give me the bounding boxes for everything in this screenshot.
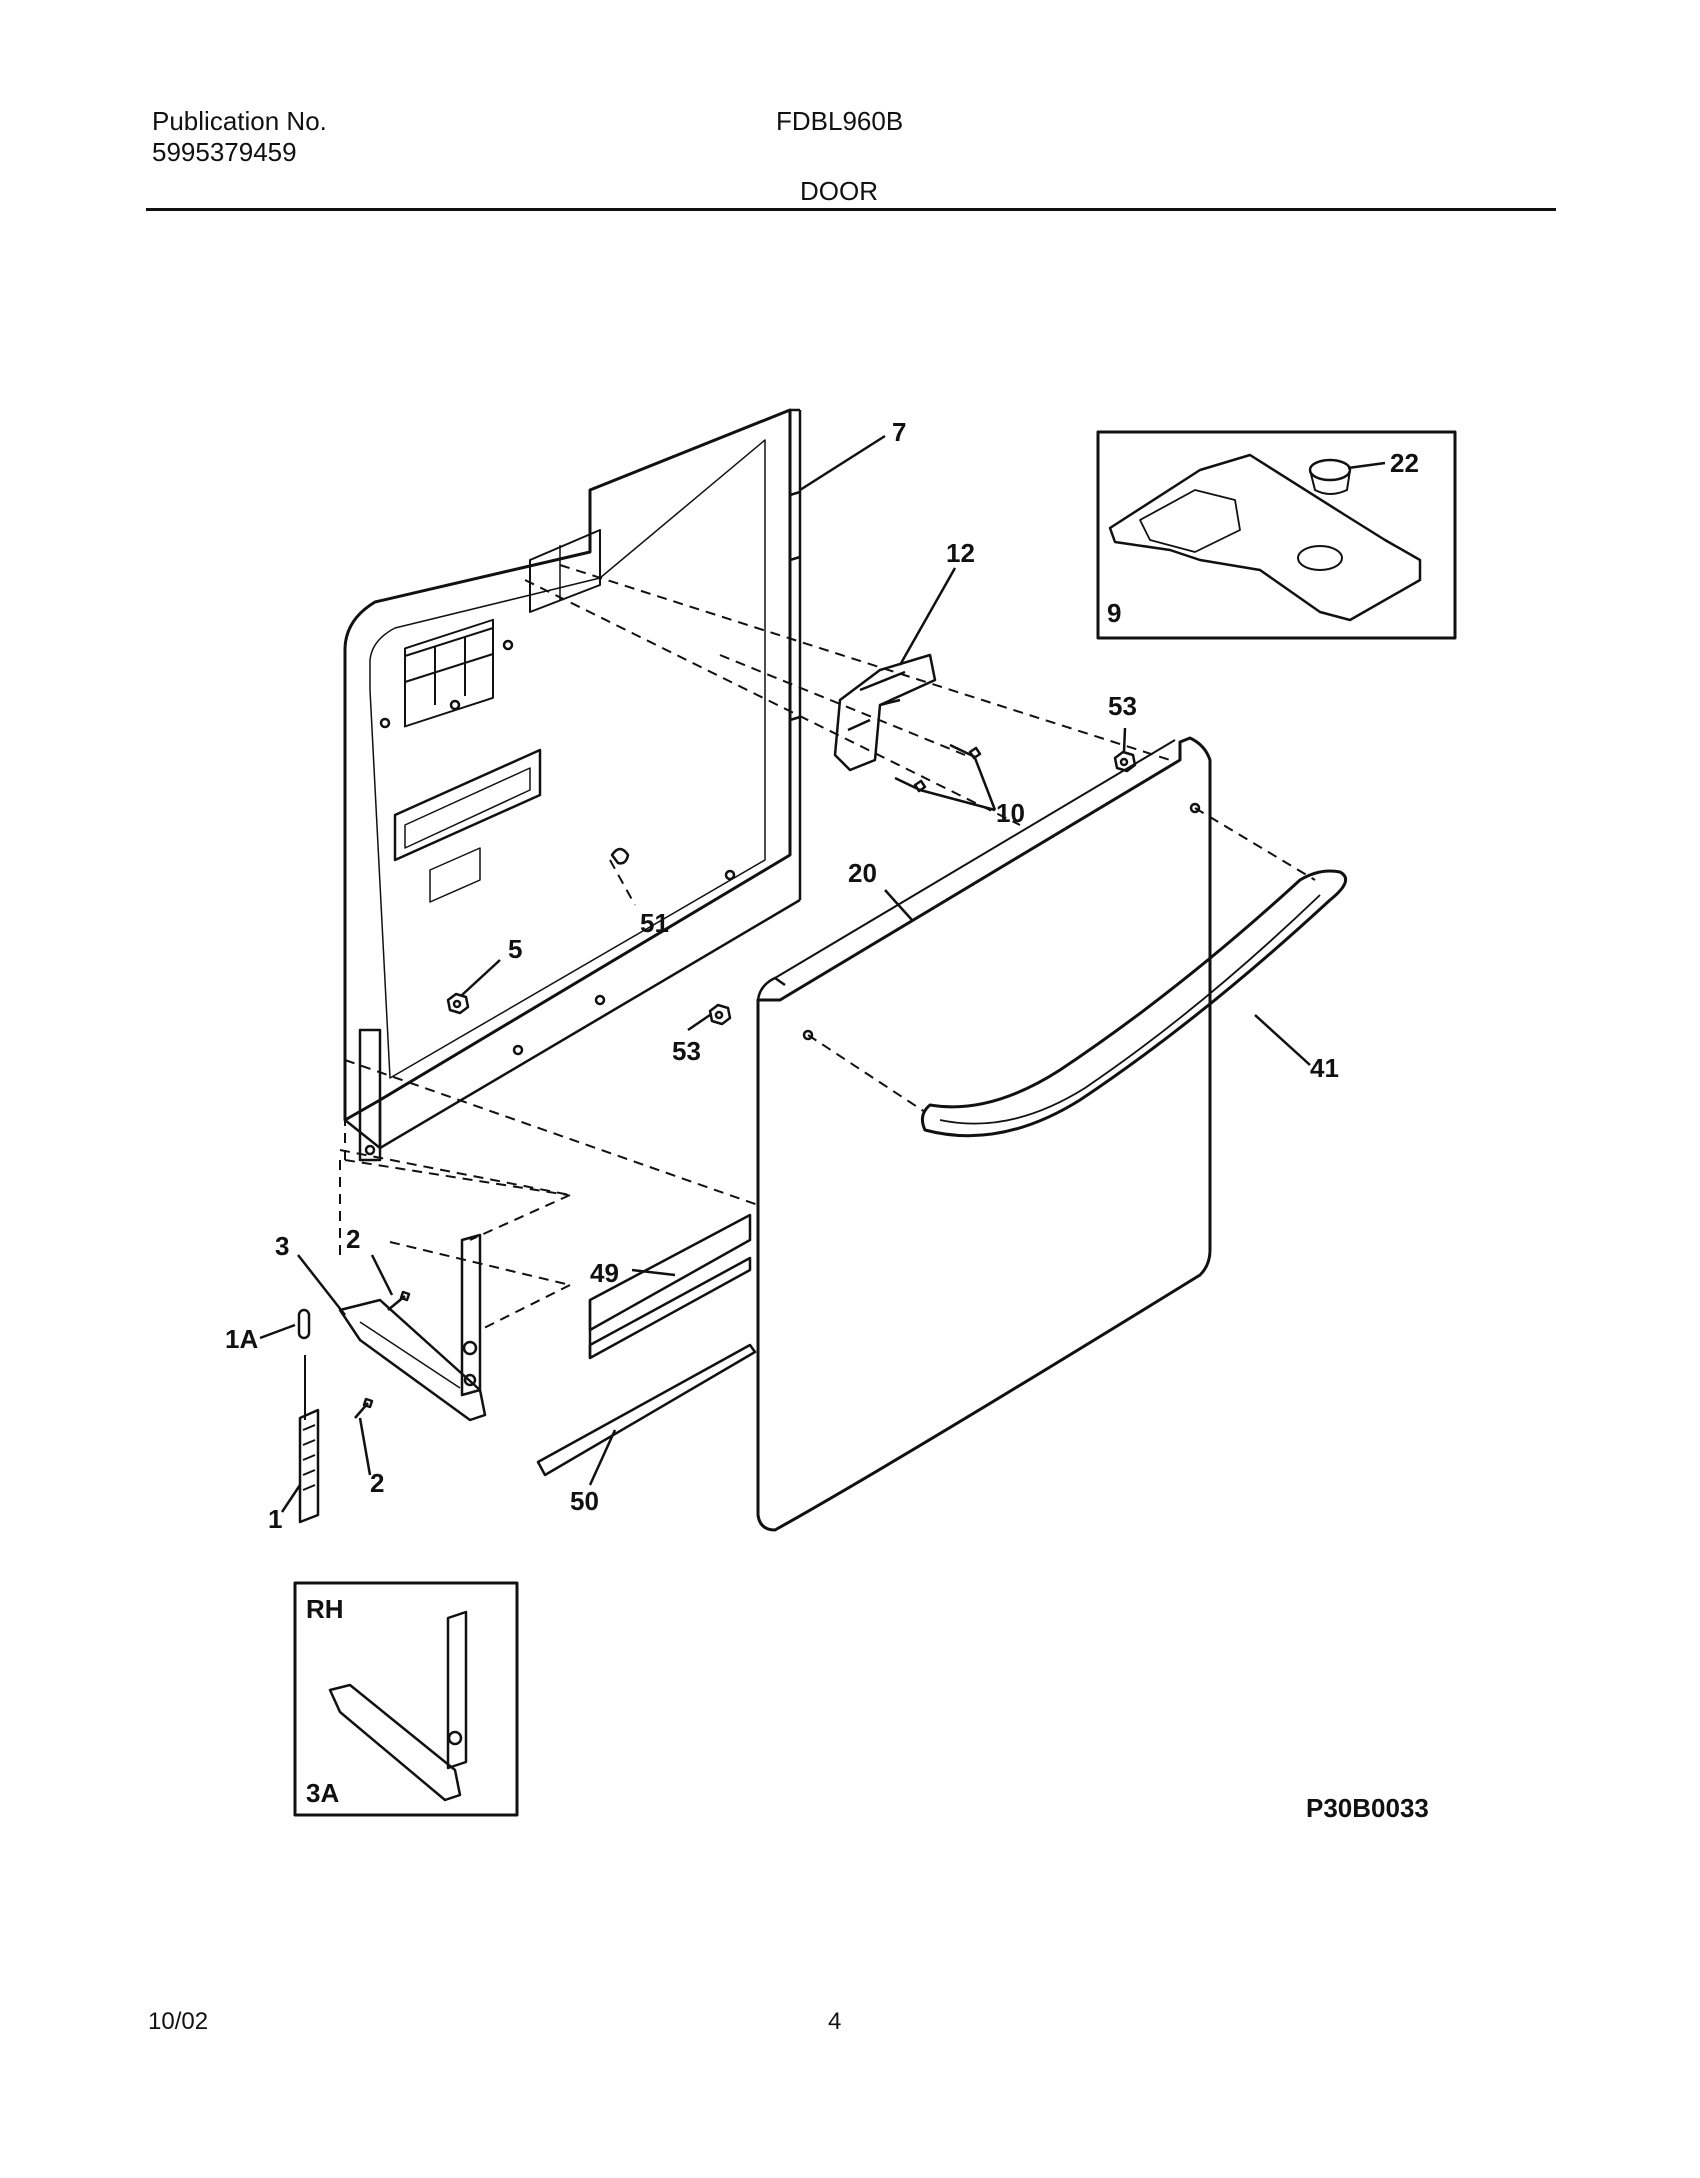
publication-number: 5995379459	[152, 137, 297, 167]
footer-date: 10/02	[148, 2008, 209, 2035]
assembly-lines	[339, 564, 1316, 1331]
callout-3: 3	[275, 1231, 289, 1261]
callout-2-lower: 2	[370, 1468, 384, 1498]
rh-hinge-inset	[293, 1581, 519, 1817]
callout-20: 20	[848, 858, 877, 888]
dispenser-inset	[1096, 430, 1457, 640]
rinse-aid-window	[393, 748, 542, 903]
leader-lines	[259, 434, 1386, 1513]
hinge-arm	[338, 1233, 487, 1422]
door-handle	[920, 869, 1348, 1138]
vent-grille	[404, 618, 494, 728]
publication-label: Publication No.	[152, 106, 327, 136]
hinge-screw-lower	[354, 1397, 374, 1419]
callout-51: 51	[640, 908, 669, 938]
grommet-51	[610, 847, 630, 865]
diagram-code: P30B0033	[1306, 1793, 1429, 1823]
footer-page-number: 4	[828, 2008, 842, 2035]
liner-hinge-tab	[358, 1028, 382, 1162]
header-rule	[146, 208, 1556, 211]
door-latch	[833, 653, 937, 772]
nut-5	[446, 992, 470, 1015]
hinge-screw-upper	[387, 1290, 411, 1311]
callout-53-lower: 53	[672, 1036, 701, 1066]
callout-12: 12	[946, 538, 975, 568]
nut-53-lower	[708, 1003, 732, 1026]
callout-22: 22	[1390, 448, 1419, 478]
inset-label-3a: 3A	[306, 1778, 339, 1808]
door-seal-50	[536, 1343, 757, 1477]
hinge-spring	[298, 1355, 320, 1524]
section-title: DOOR	[800, 176, 878, 206]
inset-label-rh: RH	[306, 1594, 344, 1624]
door-seal-49	[588, 1213, 752, 1360]
callout-9: 9	[1107, 598, 1121, 628]
callout-50: 50	[570, 1486, 599, 1516]
callout-5: 5	[508, 934, 522, 964]
inner-door-liner	[343, 408, 802, 1156]
callout-49: 49	[590, 1258, 619, 1288]
callout-53-upper: 53	[1108, 691, 1137, 721]
outer-door-panel	[756, 736, 1212, 1532]
callout-1a: 1A	[225, 1324, 258, 1354]
callout-2-upper: 2	[346, 1224, 360, 1254]
hinge-link-1a	[297, 1308, 311, 1340]
latch-screws	[894, 743, 982, 793]
callout-41: 41	[1310, 1053, 1339, 1083]
nut-53-upper	[1113, 750, 1137, 773]
callout-1: 1	[268, 1504, 282, 1534]
callout-10: 10	[996, 798, 1025, 828]
callout-7: 7	[892, 417, 906, 447]
model-number: FDBL960B	[776, 106, 904, 136]
